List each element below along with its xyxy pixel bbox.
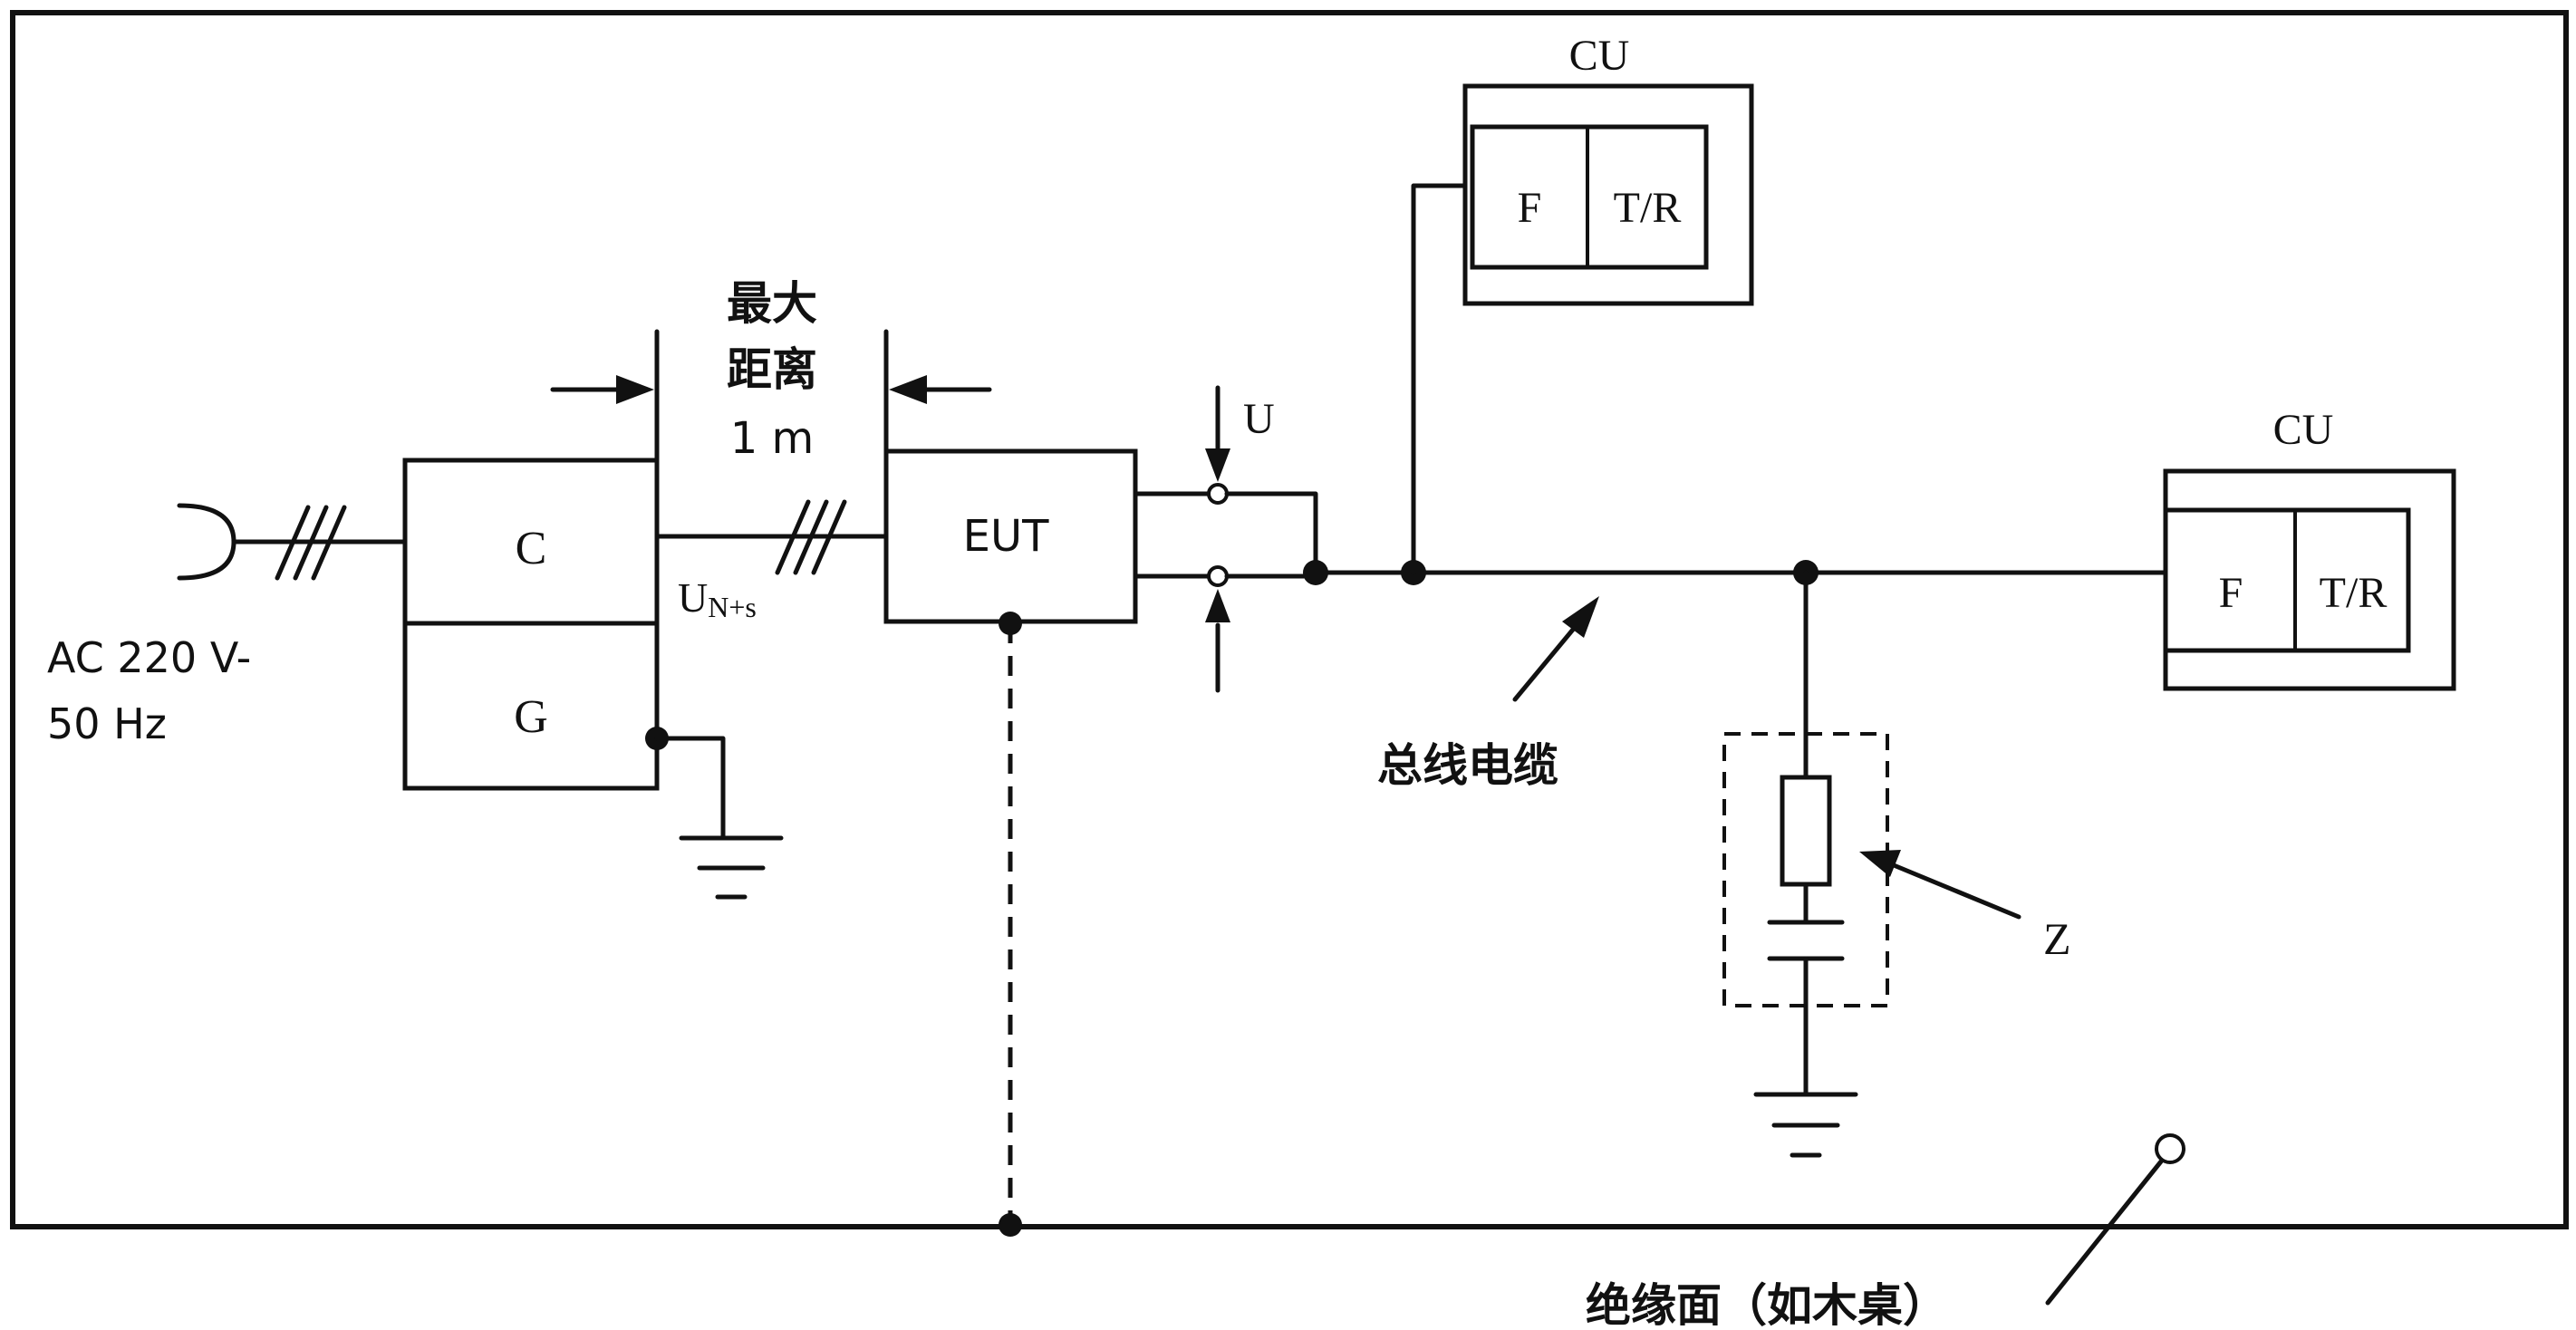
surface-label: 绝缘面（如木桌）	[1586, 1279, 1948, 1330]
surface-callout-line	[2045, 1159, 2164, 1306]
g-ground-wire	[654, 736, 726, 841]
z-label: Z	[2043, 913, 2071, 964]
ac-input-triple-slash-icon	[275, 505, 347, 581]
surface-ground-node	[999, 1213, 1022, 1237]
cu-top-f-label: F	[1518, 184, 1542, 232]
surface-callout-point-icon	[2155, 1133, 2185, 1164]
terminal-bottom-icon	[1207, 565, 1229, 587]
ac-plug-icon	[177, 503, 236, 581]
top-cu-feed-wire	[1411, 183, 1475, 575]
bus-cable-arrowhead-icon	[1562, 596, 1599, 638]
z-pointer-arrowhead-icon	[1859, 850, 1901, 877]
u-arrow-top-head-icon	[1205, 448, 1230, 482]
eut-label: EUT	[963, 511, 1049, 562]
u-label: U	[1243, 395, 1275, 443]
z-ground-icon	[1753, 1092, 1858, 1158]
terminal-top-icon	[1207, 483, 1229, 505]
eut-box	[883, 448, 1138, 624]
c-block	[402, 458, 660, 626]
distance-right-arrowhead-icon	[889, 375, 927, 404]
ac-label-line2: 50 Hz	[47, 699, 167, 748]
cu-right-tr-label: T/R	[2320, 569, 2388, 617]
insulating-surface-frame	[10, 10, 2569, 1229]
bus-cable-arrow-line	[1512, 622, 1579, 702]
un-label: UN+s	[678, 574, 757, 623]
z-capacitor-icon	[1767, 920, 1845, 961]
distance-label-line3: 1 m	[730, 413, 815, 464]
cu-right-f-label: F	[2219, 569, 2243, 617]
g-block	[402, 621, 660, 791]
cu-right-label: CU	[2273, 406, 2334, 454]
distance-left-arrowhead-icon	[616, 375, 654, 404]
c-block-label: C	[516, 523, 547, 574]
cu-top-label: CU	[1569, 32, 1630, 80]
ac-label-line1: AC 220 V-	[47, 633, 251, 682]
u-arrow-bottom-head-icon	[1205, 589, 1230, 622]
bus-node-1	[1303, 560, 1328, 585]
bus-cable-label: 总线电缆	[1377, 739, 1558, 792]
g-block-label: G	[514, 691, 548, 743]
terminal-link-wire	[1224, 491, 1318, 575]
z-resistor-icon	[1780, 775, 1832, 887]
cu-top-tr-label: T/R	[1614, 184, 1682, 232]
cu-right-inner	[2163, 507, 2411, 653]
ground-icon	[679, 835, 784, 900]
z-pointer-line	[1891, 863, 2021, 920]
eut-cable-triple-slash-icon	[775, 499, 847, 575]
distance-label-line2: 距离	[727, 343, 817, 396]
distance-label-line1: 最大	[727, 277, 817, 330]
